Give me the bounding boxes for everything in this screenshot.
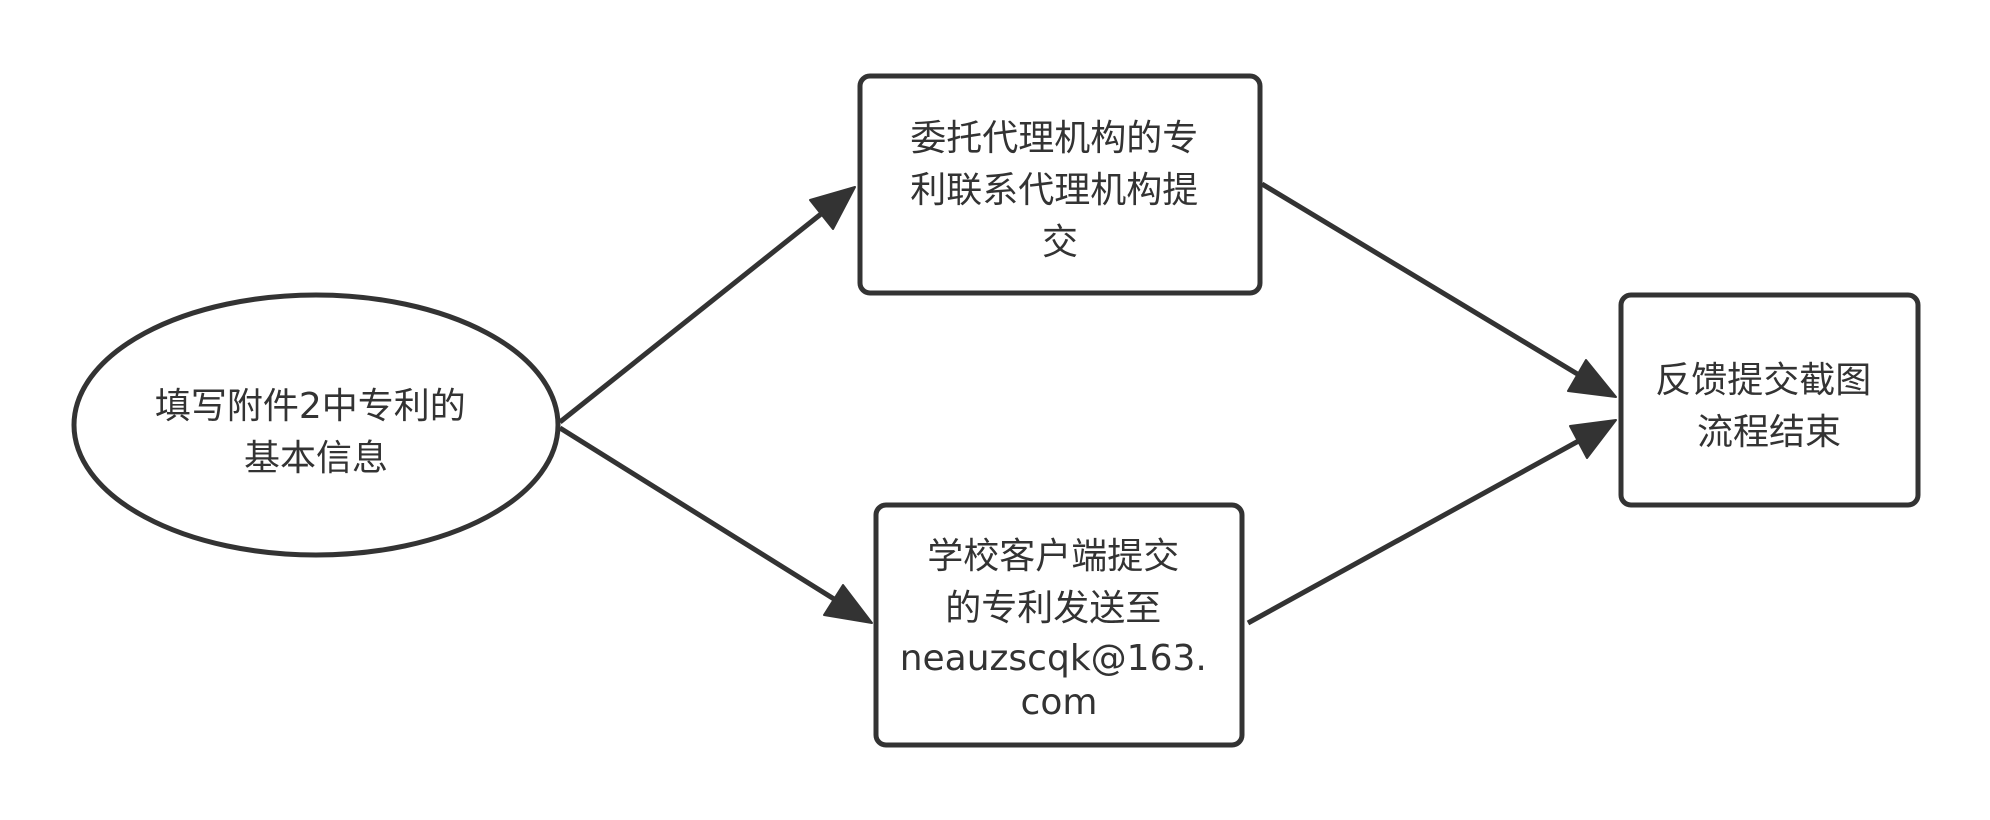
start-label-line: 基本信息 bbox=[244, 438, 388, 479]
edge-client-to-end bbox=[1246, 419, 1617, 626]
end-label: 反馈提交截图 流程结束 bbox=[1655, 360, 1882, 453]
client-box bbox=[873, 502, 1245, 748]
agency-label-line: 交 bbox=[1042, 222, 1078, 263]
client-label-line: com bbox=[1021, 682, 1098, 723]
client-label: 学校客户端提交 的专利发送至 neauzscqk@163. com bbox=[900, 536, 1219, 723]
start-label: 填写附件2中专利的 基本信息 bbox=[155, 386, 477, 479]
agency-box bbox=[857, 73, 1263, 296]
agency-label: 委托代理机构的专 利联系代理机构提 交 bbox=[910, 118, 1209, 263]
client-label-line: neauzscqk@163. bbox=[900, 638, 1207, 679]
agency-label-line: 利联系代理机构提 bbox=[910, 170, 1198, 211]
edges bbox=[558, 181, 1617, 626]
client-label-line: 的专利发送至 bbox=[945, 588, 1161, 629]
end-label-line: 流程结束 bbox=[1697, 412, 1841, 453]
client-label-line: 学校客户端提交 bbox=[927, 536, 1179, 577]
edge-start-to-agency bbox=[558, 186, 856, 424]
agency-label-line: 委托代理机构的专 bbox=[910, 118, 1198, 159]
arrow-head bbox=[1567, 359, 1617, 398]
node-client: 学校客户端提交 的专利发送至 neauzscqk@163. com bbox=[873, 502, 1245, 748]
edge-agency-to-end bbox=[1260, 181, 1617, 398]
arrow-head bbox=[1569, 419, 1617, 459]
node-agency: 委托代理机构的专 利联系代理机构提 交 bbox=[857, 73, 1263, 296]
arrow-head bbox=[809, 186, 856, 230]
end-box bbox=[1618, 292, 1921, 508]
start-label-line: 填写附件2中专利的 bbox=[155, 386, 466, 427]
edge-start-to-client bbox=[558, 425, 873, 624]
end-label-line: 反馈提交截图 bbox=[1655, 360, 1871, 401]
node-start: 填写附件2中专利的 基本信息 bbox=[71, 292, 561, 558]
start-ellipse bbox=[71, 292, 561, 558]
node-end: 反馈提交截图 流程结束 bbox=[1618, 292, 1921, 508]
arrow-head bbox=[823, 584, 873, 624]
